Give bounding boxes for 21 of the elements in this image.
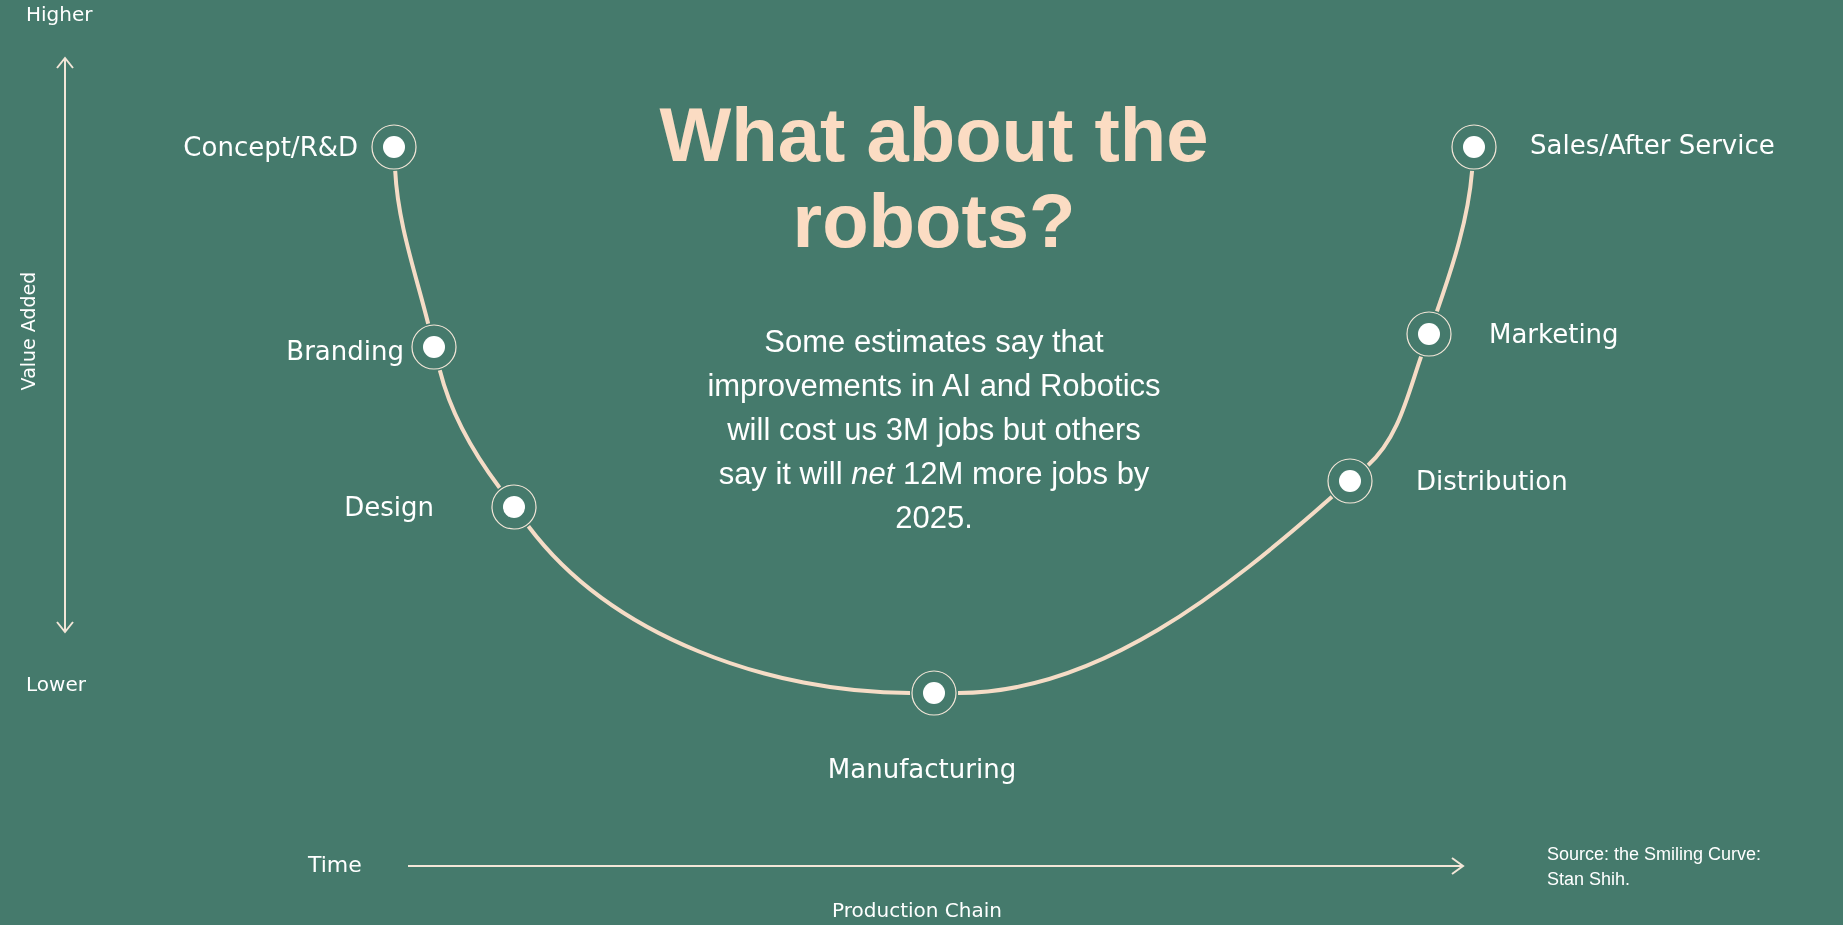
stage-label: Marketing [1489, 318, 1619, 350]
axis-title: Value Added [17, 271, 39, 391]
stage-label: Concept/R&D [183, 131, 358, 163]
body-text: Some estimates say that improvements in AI and Robotics will cost us 3M jobs but others say it will net 12M more jobs by 2025. [706, 323, 1162, 537]
stage-label: Design [344, 491, 434, 523]
stage-label: Branding [286, 335, 404, 367]
curve-segment [957, 495, 1334, 695]
curve-segment [393, 170, 431, 325]
stage-label: Manufacturing [827, 753, 1017, 785]
axis-title: Production Chain [831, 898, 1003, 922]
curve-segment [1435, 170, 1475, 312]
source-note: Source: the Smiling Curve: Stan Shih. [1547, 843, 1763, 891]
axis-label: Time [308, 852, 362, 877]
curve-segment [526, 524, 911, 695]
axis-label: Lower [26, 672, 86, 696]
title: What about the robots? [658, 92, 1210, 264]
curve-segment [437, 369, 502, 489]
axis-label: Higher [26, 2, 93, 26]
curve-segment [1366, 356, 1423, 467]
stage-label: Distribution [1416, 465, 1568, 497]
stage-label: Sales/After Service [1530, 129, 1775, 161]
